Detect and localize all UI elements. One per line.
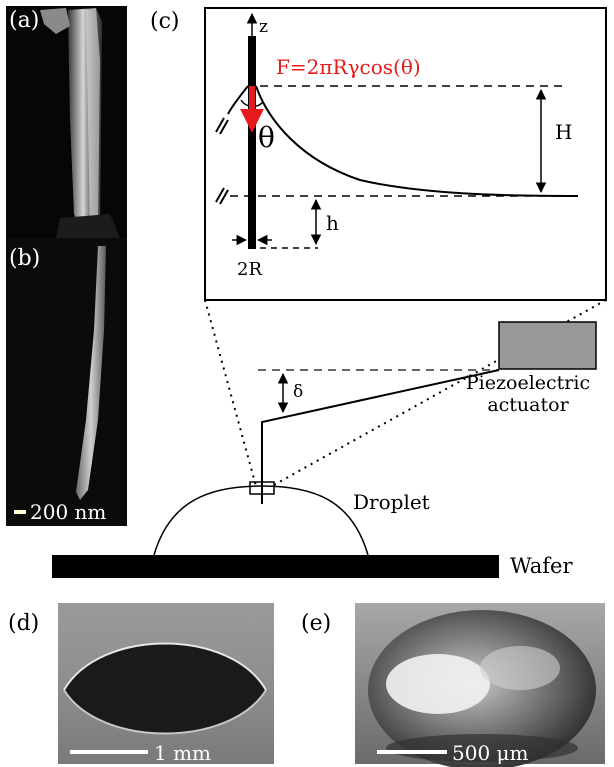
z-axis-label: z <box>259 17 268 37</box>
height-label: H <box>555 120 572 144</box>
angle-label: θ <box>258 121 275 154</box>
break-mark-bottom-2 <box>219 189 229 205</box>
panel-b-scale-text: 200 nm <box>30 500 106 524</box>
wafer-label: Wafer <box>510 554 573 578</box>
break-mark-bottom-1 <box>215 187 225 203</box>
actuator-label-line1: Piezoelectric <box>466 372 590 394</box>
piezo-actuator-box <box>498 321 597 370</box>
cantilever <box>261 369 500 504</box>
inset-frame <box>204 7 607 301</box>
panel-d-scale-text: 1 mm <box>154 741 211 765</box>
panel-b-label: (b) <box>9 246 40 271</box>
panel-e-scale-bar <box>377 750 447 754</box>
deflection-label: δ <box>293 382 303 402</box>
break-mark-top-1 <box>215 117 225 133</box>
break-mark-top-2 <box>219 119 229 135</box>
panel-e-image: (e) 500 μm <box>301 603 605 767</box>
diameter-label: 2R <box>237 259 262 280</box>
zoom-line-left <box>204 299 257 487</box>
force-formula: F=2πRγcos(θ) <box>276 55 421 79</box>
panel-d-label: (d) <box>8 611 39 636</box>
meniscus-right <box>255 85 579 197</box>
panel-a-image: (a) <box>6 6 127 238</box>
panel-a-label: (a) <box>9 8 39 33</box>
panel-b-scale-bar <box>14 510 26 514</box>
panel-d-image: (d) 1 mm <box>8 603 274 765</box>
wafer <box>52 555 499 578</box>
zoom-box <box>249 481 275 495</box>
depth-label: h <box>326 211 339 235</box>
droplet-label: Droplet <box>353 490 430 514</box>
panel-c-inset: (c) z θ F=2πRγcos(θ) H h 2 <box>150 7 607 301</box>
droplet-outline <box>153 485 369 556</box>
fiber <box>248 36 256 249</box>
panel-e-label: (e) <box>301 611 331 636</box>
panel-e-scale-text: 500 μm <box>452 741 529 765</box>
actuator-label-line2: actuator <box>487 394 569 416</box>
meniscus-left <box>227 85 249 115</box>
panel-c-label: (c) <box>150 9 180 34</box>
setup-schematic: Piezoelectric actuator δ Droplet Wafer <box>52 299 607 578</box>
panel-b-image: 200 nm (b) <box>6 238 127 526</box>
panel-d-scale-bar <box>70 750 148 754</box>
panel-d-droplet <box>64 643 266 734</box>
